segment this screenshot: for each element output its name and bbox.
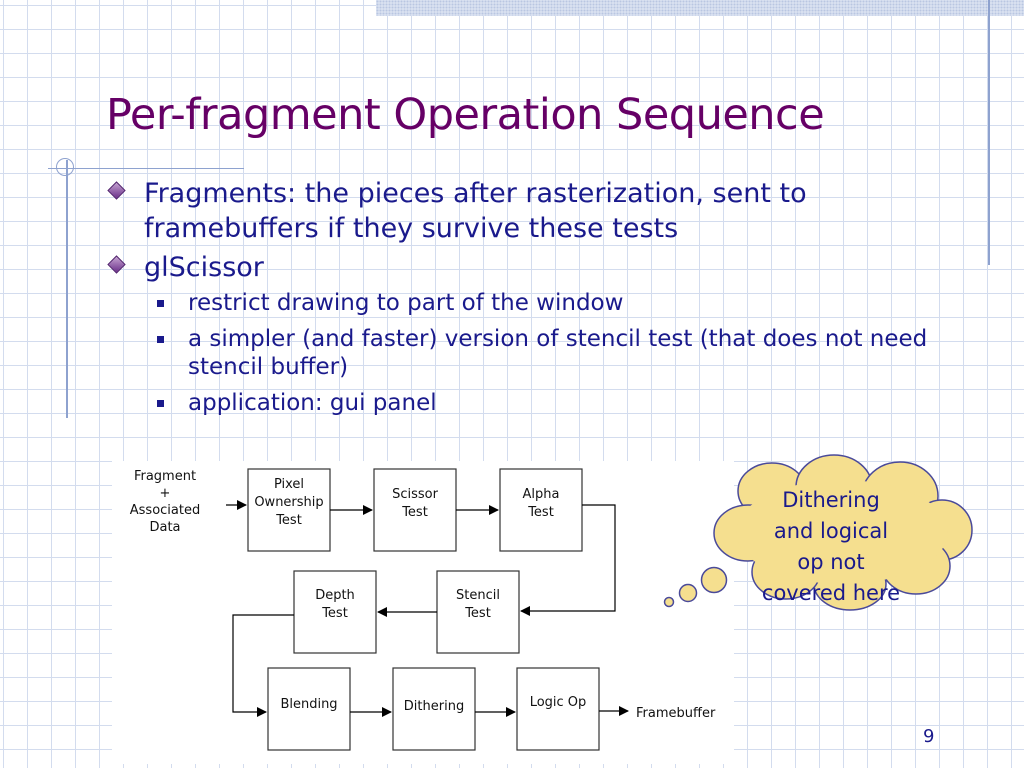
left-accent-line	[66, 160, 68, 418]
sub-bullet-text: a simpler (and faster) version of stenci…	[188, 326, 928, 380]
input-label-line: Fragment	[134, 469, 196, 484]
diamond-bullet-icon	[107, 255, 126, 274]
sub-bullet-text: restrict drawing to part of the window	[188, 290, 624, 316]
stage-label-line: Blending	[280, 697, 337, 712]
stage-label-line: Test	[527, 505, 554, 520]
input-label-line: +	[160, 486, 171, 501]
output-label: Framebuffer	[636, 706, 716, 721]
sub-bullet-item: restrict drawing to part of the window	[104, 289, 948, 317]
thought-cloud-callout	[663, 454, 973, 611]
arrow-depth-to-blending	[232, 614, 294, 717]
bullet-text: Fragments: the pieces after rasterizatio…	[144, 178, 807, 244]
top-decorative-band	[376, 0, 1024, 16]
stage-label-line: Logic Op	[530, 695, 587, 710]
thought-bubble-dot	[678, 583, 698, 603]
stage-dithering: Dithering	[392, 667, 476, 751]
sub-bullet-item: application: gui panel	[104, 389, 948, 417]
stage-pixel-ownership: Pixel Ownership Test	[247, 468, 331, 552]
sub-bullet-text: application: gui panel	[188, 390, 437, 416]
stage-label-line: Scissor	[392, 487, 439, 502]
stage-blending: Blending	[267, 667, 351, 751]
stage-label-line: Test	[275, 513, 302, 528]
input-label-line: Associated	[130, 503, 200, 518]
diamond-bullet-icon	[107, 181, 126, 200]
stage-label-line: Test	[401, 505, 428, 520]
page-number: 9	[923, 726, 935, 747]
stage-label-line: Ownership	[254, 495, 323, 510]
right-accent-line	[988, 0, 990, 265]
stage-label-line: Test	[464, 606, 491, 621]
square-bullet-icon	[157, 400, 164, 407]
stage-depth: Depth Test	[293, 570, 377, 654]
stage-scissor: Scissor Test	[373, 468, 457, 552]
pipeline-diagram: Fragment + Associated Data Pixel Ownersh…	[130, 468, 716, 751]
title-underline	[48, 168, 244, 169]
accent-circle	[56, 158, 74, 176]
slide-title: Per-fragment Operation Sequence	[106, 90, 825, 140]
bullet-item-fragments: Fragments: the pieces after rasterizatio…	[104, 176, 944, 246]
thought-bubble-dot	[700, 566, 728, 594]
thought-bubble-dot	[663, 596, 675, 608]
sub-bullet-item: a simpler (and faster) version of stenci…	[104, 325, 948, 381]
slide-content: Fragments: the pieces after rasterizatio…	[104, 176, 944, 425]
square-bullet-icon	[157, 336, 164, 343]
stage-label-line: Dithering	[404, 699, 464, 714]
arrow-alpha-to-stencil	[520, 504, 616, 616]
stage-label-line: Pixel	[274, 477, 304, 492]
stage-label-line: Depth	[315, 588, 355, 603]
bullet-item-glscissor: glScissor	[104, 250, 944, 285]
bullet-text: glScissor	[144, 252, 264, 283]
input-label-line: Data	[149, 520, 180, 535]
stage-alpha: Alpha Test	[499, 468, 583, 552]
square-bullet-icon	[157, 300, 164, 307]
stage-stencil: Stencil Test	[436, 570, 520, 654]
callout-text: Dithering and logical op not covered her…	[761, 488, 901, 605]
stage-label-line: Alpha	[523, 487, 560, 502]
stage-label-line: Test	[321, 606, 348, 621]
stage-logic-op: Logic Op	[516, 667, 600, 751]
stage-label-line: Stencil	[456, 588, 500, 603]
